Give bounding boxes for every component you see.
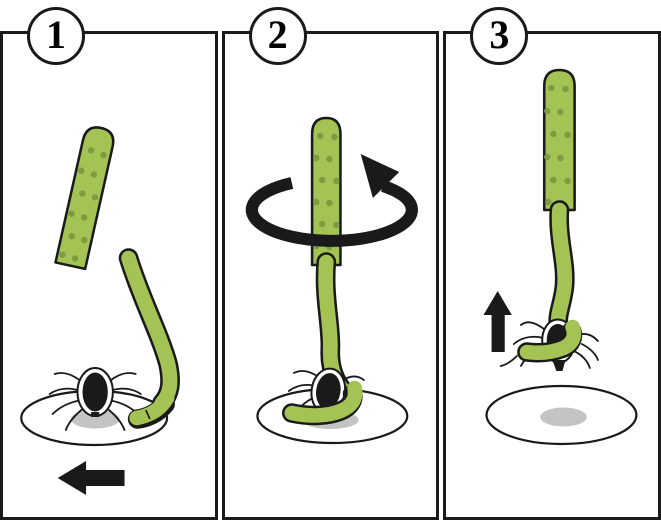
tick-mouthpart (552, 360, 566, 371)
tick-tool-icon (543, 68, 578, 354)
arrow-left-icon (57, 461, 125, 495)
step-3-number: 3 (489, 12, 510, 57)
tool-handle (54, 126, 115, 271)
step-2-badge: 2 (248, 7, 307, 65)
tick-tool-icon (245, 116, 418, 404)
tool-fork (281, 380, 363, 426)
skin-shadow (70, 409, 120, 429)
step-2-number: 2 (267, 12, 288, 57)
step-1-number: 1 (46, 12, 66, 57)
step-1-badge: 1 (27, 7, 85, 65)
skin-shadow (540, 407, 588, 427)
tool-fork (517, 319, 583, 371)
arrow-up-icon (483, 291, 513, 352)
rotate-arrow-icon (245, 154, 418, 247)
step-3-badge: 3 (470, 7, 529, 65)
tool-handle (543, 68, 577, 212)
tick-tool-icon (54, 126, 180, 429)
panel-3-illustration (483, 68, 638, 446)
panel-step-2: 2 (221, 7, 440, 520)
panel-1-illustration (20, 126, 180, 495)
panel-step-1: 1 (0, 7, 218, 520)
panel-step-3: 3 (443, 7, 661, 520)
tick-icon (48, 367, 142, 431)
panel-2-illustration (245, 116, 418, 445)
